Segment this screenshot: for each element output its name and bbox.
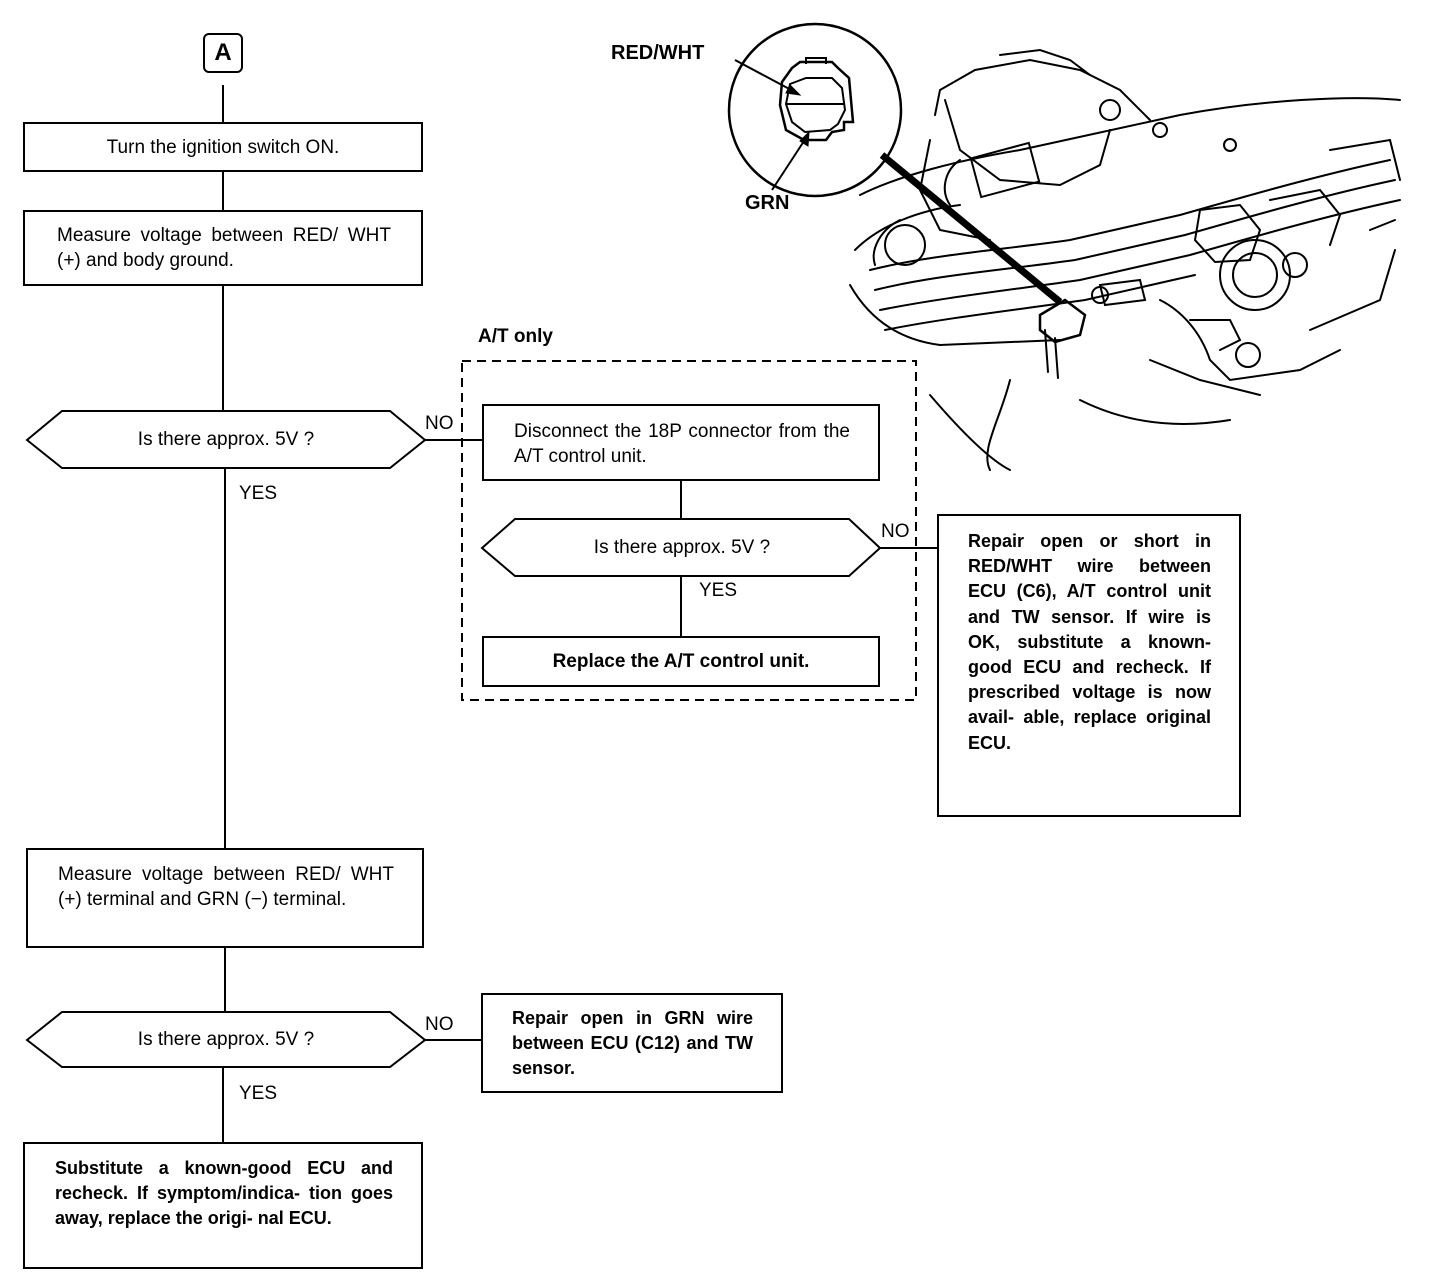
step-ignition-on: Turn the ignition switch ON. (23, 122, 423, 172)
connector-a: A (203, 33, 243, 73)
decision-text-at: Is there approx. 5V ? (593, 536, 771, 558)
step-substitute-ecu: Substitute a known-good ECU and recheck.… (23, 1142, 423, 1269)
step-replace-at-unit: Replace the A/T control unit. (482, 636, 880, 687)
yes-label-2: YES (239, 1083, 278, 1104)
wire-label-grn: GRN (745, 192, 790, 214)
repair-grn-wire: Repair open in GRN wire between ECU (C12… (481, 993, 783, 1093)
decision-diamond-1 (25, 410, 427, 469)
step-measure-terminals: Measure voltage between RED/ WHT (+) ter… (26, 848, 424, 948)
decision-text-2: Is there approx. 5V ? (137, 1028, 315, 1050)
step-disconnect-18p: Disconnect the 18P connector from the A/… (482, 404, 880, 481)
decision-diamond-at (480, 518, 882, 577)
yes-label-at: YES (699, 580, 738, 601)
decision-diamond-2 (25, 1011, 427, 1068)
yes-label-1: YES (239, 483, 278, 504)
engine-illustration (849, 48, 1401, 471)
no-label-at: NO (881, 521, 910, 542)
connector-illustration (727, 22, 1063, 305)
wire-label-red-wht: RED/WHT (611, 42, 705, 64)
no-label-2: NO (425, 1014, 454, 1035)
step-measure-body-ground: Measure voltage between RED/ WHT (+) and… (23, 210, 423, 286)
repair-red-wht-wire: Repair open or short in RED/WHT wire bet… (937, 514, 1241, 817)
at-only-region (461, 360, 917, 701)
decision-shapes (25, 410, 882, 1068)
at-only-title: A/T only (478, 326, 553, 347)
decision-text-1: Is there approx. 5V ? (137, 428, 315, 450)
no-label-1: NO (425, 413, 454, 434)
